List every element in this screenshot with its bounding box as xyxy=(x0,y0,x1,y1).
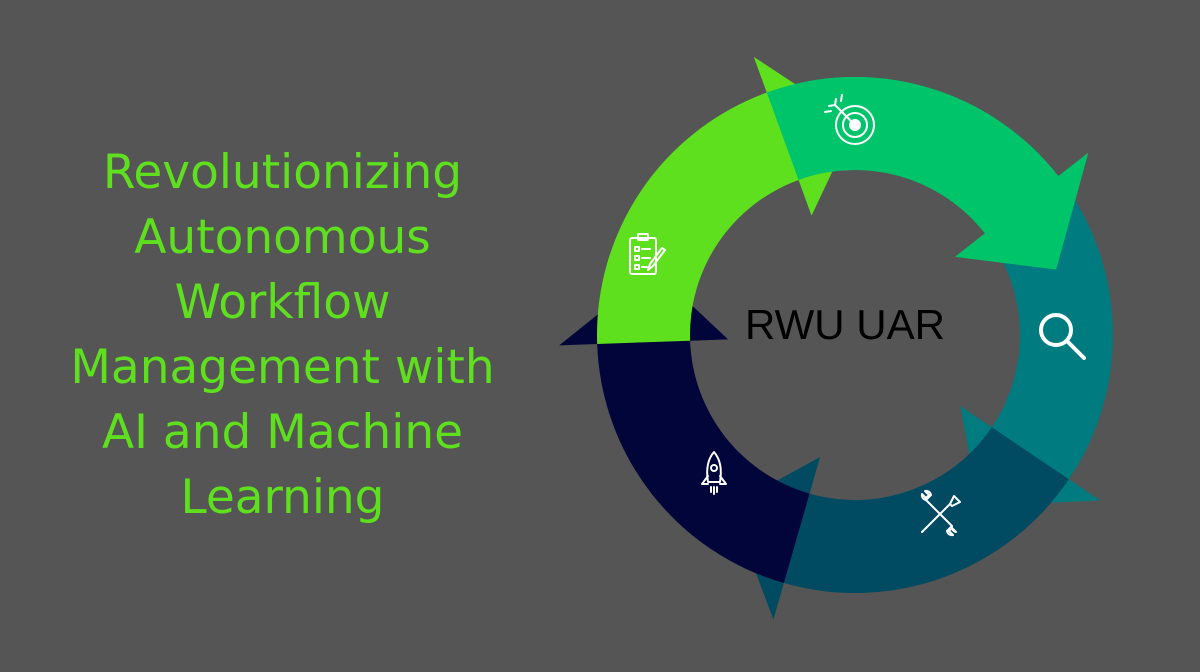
headline-line-5: AI and Machine xyxy=(101,405,464,460)
cycle-arrows xyxy=(559,56,1113,620)
cycle-arrow-target-overlap xyxy=(766,77,1089,270)
cycle-arrow-rocket xyxy=(559,269,810,584)
headline-line-6: Learning xyxy=(180,470,385,525)
headline: Revolutionizing Autonomous Workflow Mana… xyxy=(60,140,505,530)
magnifier-icon xyxy=(1039,313,1086,360)
tools-icon xyxy=(920,489,961,537)
target-icon xyxy=(824,94,875,145)
center-label: RWU UAR xyxy=(745,301,945,348)
rocket-icon xyxy=(701,451,727,495)
headline-line-2: Autonomous xyxy=(134,210,431,265)
cycle-arrow-tools xyxy=(730,427,1069,620)
cycle-icons xyxy=(629,94,1086,537)
cycle-arrow-search xyxy=(960,176,1113,507)
headline-line-3: Workflow xyxy=(174,275,391,330)
headline-line-4: Management with xyxy=(70,340,495,395)
clipboard-icon xyxy=(629,233,666,275)
headline-line-1: Revolutionizing xyxy=(102,145,463,200)
